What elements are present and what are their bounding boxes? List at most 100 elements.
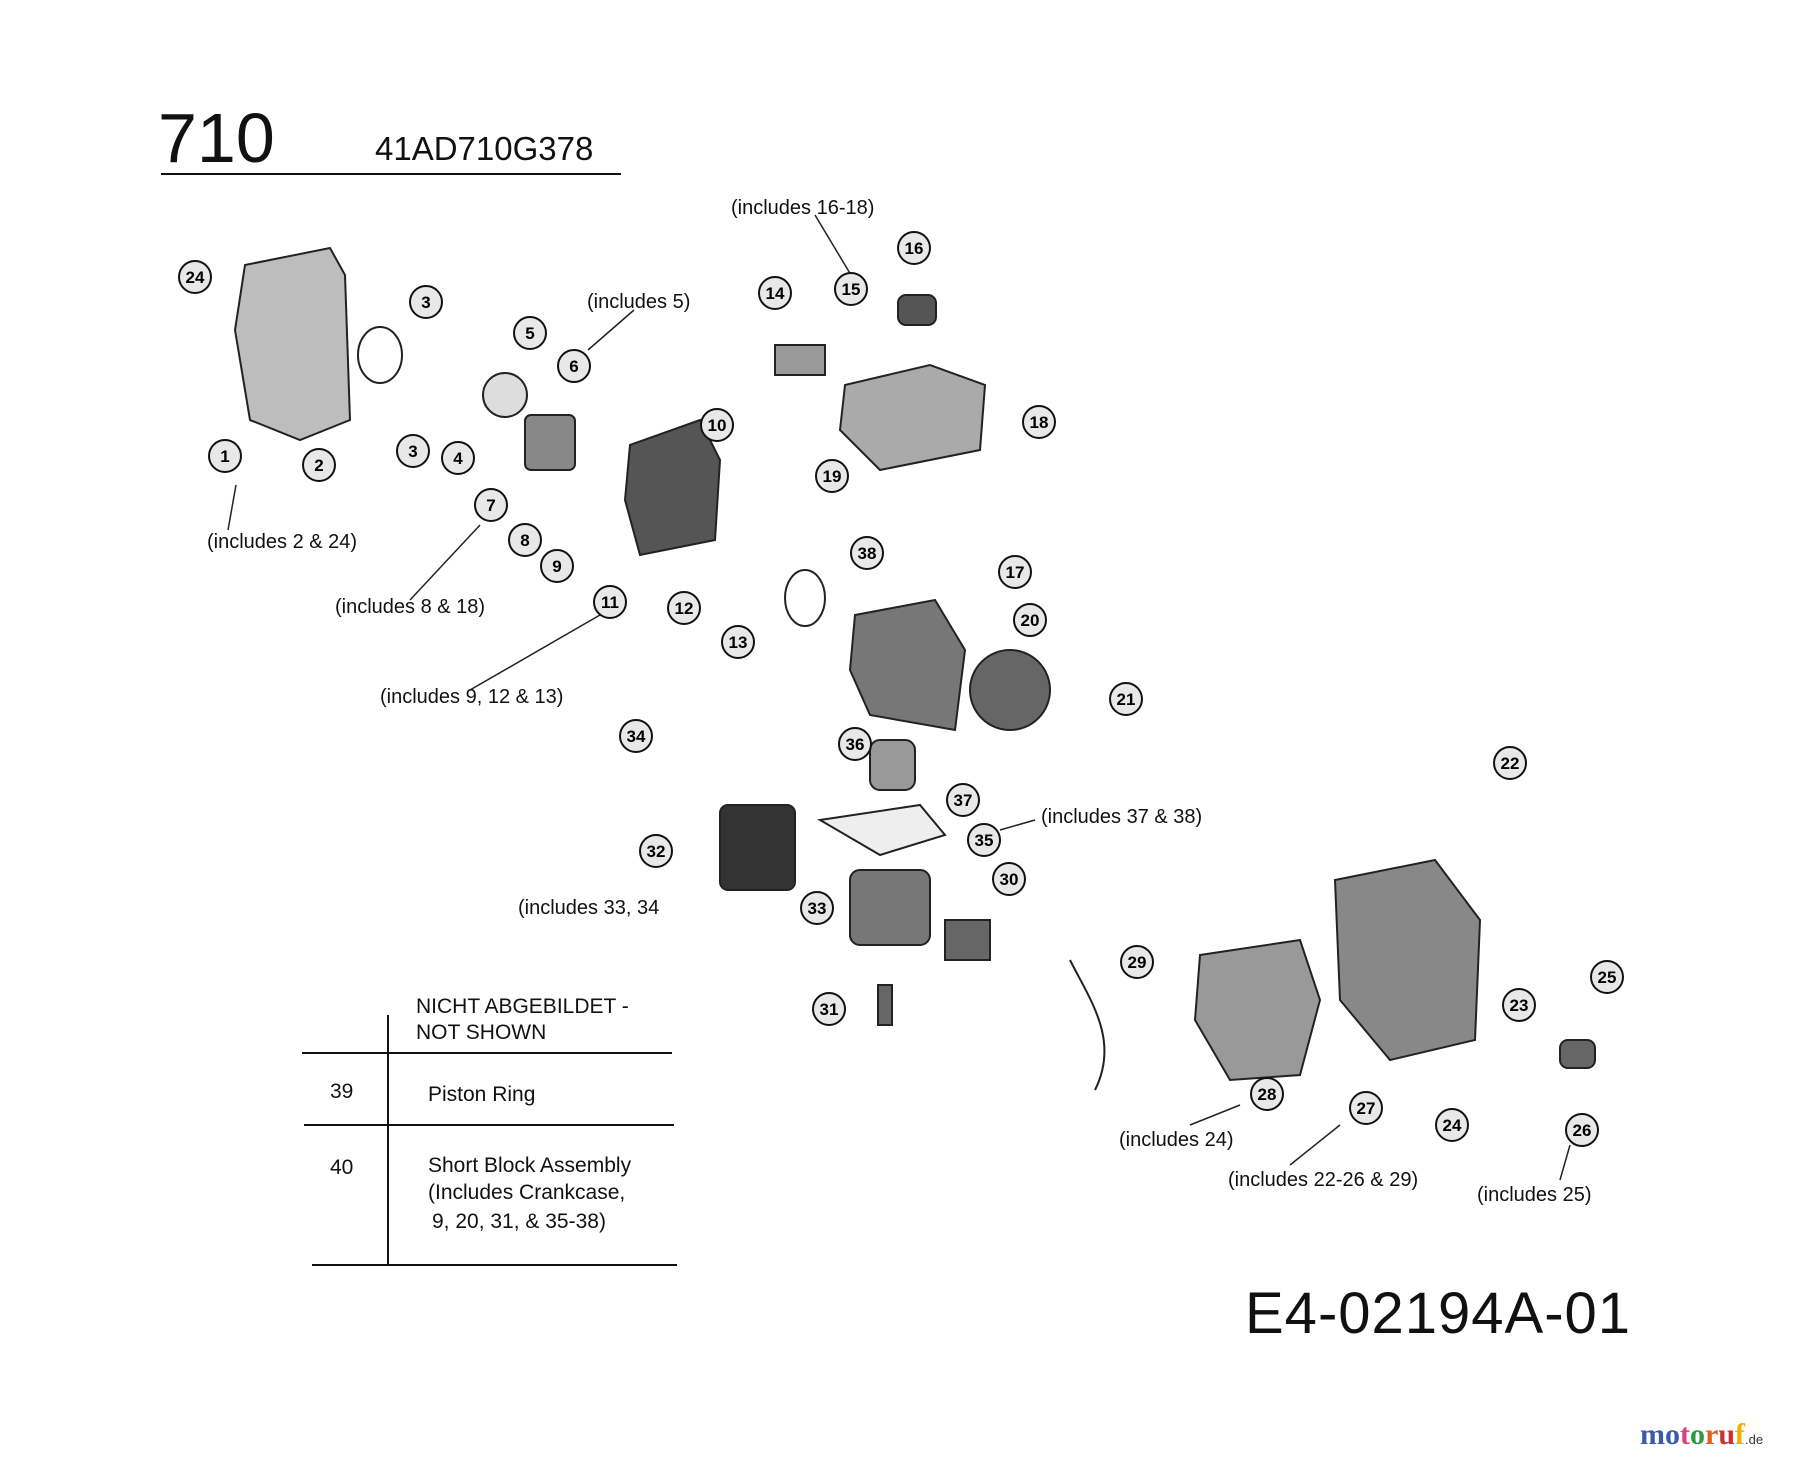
table-header: NOT SHOWN	[416, 1021, 546, 1044]
callout-circle	[897, 231, 931, 265]
spark-plug-part	[877, 984, 893, 1026]
callout-circle	[834, 272, 868, 306]
callout-27: 27	[1349, 1091, 1383, 1125]
callout-number: 31	[820, 1000, 839, 1019]
callout-number: 28	[1258, 1085, 1277, 1104]
callout-circle	[593, 585, 627, 619]
callout-24: 24	[1435, 1108, 1469, 1142]
callout-10: 10	[700, 408, 734, 442]
wire-part	[1069, 959, 1106, 1091]
callout-12: 12	[667, 591, 701, 625]
callout-19: 19	[815, 459, 849, 493]
note: (includes 37 & 38)	[1041, 806, 1202, 828]
callout-circle	[513, 316, 547, 350]
filter-part-14	[774, 344, 826, 376]
callout-number: 11	[601, 593, 619, 612]
callout-34: 34	[619, 719, 653, 753]
table-row-number: 39	[330, 1080, 353, 1103]
callout-37: 37	[946, 783, 980, 817]
callout-28: 28	[1250, 1077, 1284, 1111]
callout-3: 3	[396, 434, 430, 468]
callout-35: 35	[967, 823, 1001, 857]
callout-2: 2	[302, 448, 336, 482]
callout-circle	[1349, 1091, 1383, 1125]
callout-circle	[302, 448, 336, 482]
callout-number: 4	[453, 449, 463, 468]
callout-circle	[1109, 682, 1143, 716]
leader-lines	[227, 214, 1571, 1181]
callout-31: 31	[812, 992, 846, 1026]
callout-6: 6	[557, 349, 591, 383]
callout-circle	[946, 783, 980, 817]
callout-circle	[1493, 746, 1527, 780]
shroud-part	[1193, 938, 1322, 1082]
table-row-number: 40	[330, 1156, 353, 1179]
callout-number: 17	[1006, 563, 1025, 582]
callout-number: 24	[186, 268, 205, 287]
callout-circle	[1250, 1077, 1284, 1111]
foam-ring-part	[357, 326, 403, 384]
callout-number: 2	[314, 456, 323, 475]
carburetor-part	[524, 414, 576, 471]
callout-circle	[508, 523, 542, 557]
callout-circle	[721, 625, 755, 659]
callout-circle	[998, 555, 1032, 589]
callout-circle	[1435, 1108, 1469, 1142]
callout-20: 20	[1013, 603, 1047, 637]
diagram-code: E4-02194A-01	[1245, 1281, 1632, 1346]
callout-32: 32	[639, 834, 673, 868]
callout-circle	[639, 834, 673, 868]
callout-22: 22	[1493, 746, 1527, 780]
logo-text: motoruf	[1640, 1418, 1745, 1451]
callout-number: 38	[858, 544, 877, 563]
callout-number: 25	[1598, 968, 1617, 987]
callout-number: 33	[808, 899, 827, 918]
logo-letter: f	[1735, 1418, 1746, 1451]
note: (includes 9, 12 & 13)	[380, 686, 563, 708]
model-number: 710	[158, 99, 275, 177]
callout-33: 33	[800, 891, 834, 925]
callout-number: 21	[1117, 690, 1136, 709]
callout-number: 8	[520, 531, 529, 550]
callout-circle	[1502, 988, 1536, 1022]
callout-11: 11	[593, 585, 627, 619]
callout-number: 13	[729, 633, 748, 652]
callout-circle	[758, 276, 792, 310]
callout-circle	[619, 719, 653, 753]
callout-circle	[208, 439, 242, 473]
callout-number: 30	[1000, 870, 1019, 889]
note: (includes 16-18)	[731, 197, 874, 219]
callout-circle	[838, 727, 872, 761]
title-underline	[161, 173, 621, 175]
callout-38: 38	[850, 536, 884, 570]
callout-number: 6	[569, 357, 578, 376]
callout-number: 36	[846, 735, 865, 754]
notes: (includes 16-18) (includes 5) (includes …	[207, 197, 1592, 1206]
logo-letter: o	[1690, 1418, 1705, 1451]
note: (includes 24)	[1119, 1129, 1234, 1151]
callout-circle	[1590, 960, 1624, 994]
flywheel-part	[969, 649, 1051, 731]
callout-circle	[474, 488, 508, 522]
not-shown-table: NICHT ABGEBILDET - NOT SHOWN 39 Piston R…	[302, 995, 677, 1266]
note: (includes 25)	[1477, 1184, 1592, 1206]
callout-number: 18	[1030, 413, 1049, 432]
callout-4: 4	[441, 441, 475, 475]
callout-number: 9	[552, 557, 561, 576]
part-drawings	[233, 246, 1596, 1091]
table-row-description: 9, 20, 31, & 35-38)	[432, 1210, 606, 1233]
part-number: 41AD710G378	[375, 130, 594, 167]
logo-letter: u	[1718, 1418, 1736, 1451]
logo-suffix: .de	[1745, 1432, 1764, 1447]
callout-17: 17	[998, 555, 1032, 589]
callout-number: 35	[975, 831, 994, 850]
muffler-part	[719, 804, 796, 891]
callout-7: 7	[474, 488, 508, 522]
callout-number: 19	[823, 467, 842, 486]
callout-13: 13	[721, 625, 755, 659]
callout-15: 15	[834, 272, 868, 306]
callout-number: 27	[1357, 1099, 1376, 1118]
primer-bulb-part	[1559, 1039, 1596, 1069]
fuel-cap-part	[897, 294, 937, 326]
